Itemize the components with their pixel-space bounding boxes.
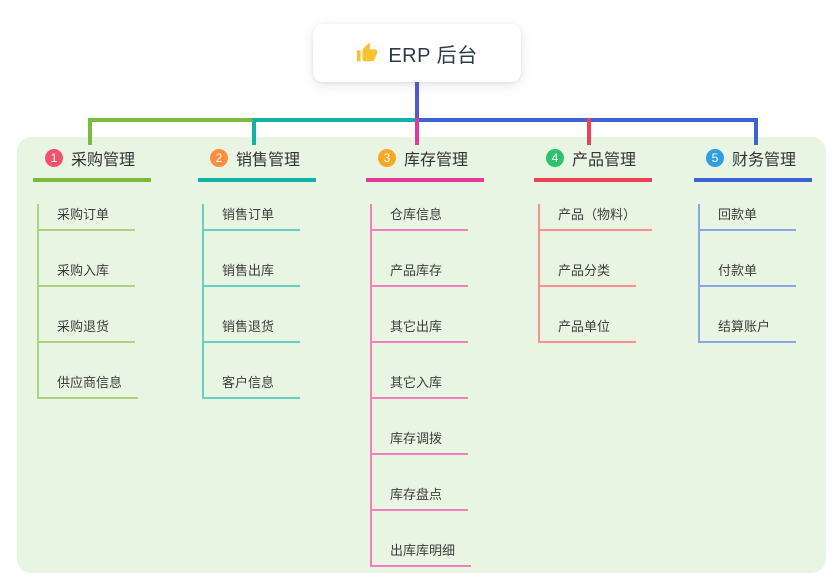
child-node[interactable]: 客户信息: [204, 372, 300, 399]
branch-finance: 5 财务管理 回款单 付款单 结算账户: [694, 142, 813, 343]
bus-line-finance: [415, 118, 758, 122]
child-node[interactable]: 仓库信息: [372, 204, 468, 231]
child-node[interactable]: 采购订单: [39, 204, 135, 231]
child-node[interactable]: 其它入库: [372, 372, 468, 399]
child-node[interactable]: 付款单: [700, 260, 796, 287]
branch-product: 4 产品管理 产品（物料） 产品分类 产品单位: [534, 142, 653, 343]
child-node[interactable]: 产品库存: [372, 260, 468, 287]
child-node[interactable]: 供应商信息: [39, 372, 139, 399]
child-node[interactable]: 销售出库: [204, 260, 300, 287]
branch-node-finance[interactable]: 5 财务管理: [694, 142, 813, 182]
branch-children: 仓库信息 产品库存 其它出库 其它入库 库存调拨 库存盘点 出库库明细: [370, 204, 484, 567]
drop-line-product: [587, 118, 591, 145]
child-node[interactable]: 产品（物料）: [540, 204, 653, 231]
drop-line-purchase: [88, 118, 92, 145]
thumbs-up-icon: [356, 42, 378, 64]
child-node[interactable]: 其它出库: [372, 316, 468, 343]
branch-number-badge: 5: [706, 149, 724, 167]
branch-label: 库存管理: [404, 152, 469, 169]
branch-children: 回款单 付款单 结算账户: [698, 204, 812, 343]
root-node-label: ERP 后台: [388, 44, 478, 67]
branch-node-inventory[interactable]: 3 库存管理: [366, 142, 485, 182]
branch-sales: 2 销售管理 销售订单 销售出库 销售退货 客户信息: [198, 142, 317, 399]
drop-line-inventory: [415, 118, 419, 145]
mindmap-panel: [17, 137, 826, 573]
child-node[interactable]: 采购入库: [39, 260, 135, 287]
branch-children: 销售订单 销售出库 销售退货 客户信息: [202, 204, 316, 399]
branch-children: 采购订单 采购入库 采购退货 供应商信息: [37, 204, 151, 399]
branch-inventory: 3 库存管理 仓库信息 产品库存 其它出库 其它入库 库存调拨 库存盘点 出库库…: [366, 142, 485, 567]
branch-number-badge: 4: [546, 149, 564, 167]
branch-label: 产品管理: [572, 152, 637, 169]
branch-number-badge: 2: [210, 149, 228, 167]
child-node[interactable]: 出库库明细: [372, 540, 472, 567]
branch-label: 采购管理: [71, 152, 136, 169]
branch-label: 财务管理: [732, 152, 797, 169]
branch-node-purchase[interactable]: 1 采购管理: [33, 142, 152, 182]
child-node[interactable]: 产品单位: [540, 316, 636, 343]
drop-line-sales: [252, 118, 256, 145]
child-node[interactable]: 库存盘点: [372, 484, 468, 511]
branch-number-badge: 1: [45, 149, 63, 167]
root-connector-line: [415, 82, 419, 120]
child-node[interactable]: 库存调拨: [372, 428, 468, 455]
branch-purchase: 1 采购管理 采购订单 采购入库 采购退货 供应商信息: [33, 142, 152, 399]
child-node[interactable]: 产品分类: [540, 260, 636, 287]
branch-number-badge: 3: [378, 149, 396, 167]
bus-line-purchase: [88, 118, 256, 122]
branch-children: 产品（物料） 产品分类 产品单位: [538, 204, 653, 343]
root-node-erp[interactable]: ERP 后台: [313, 24, 521, 82]
bus-line-sales: [252, 118, 419, 122]
branch-node-product[interactable]: 4 产品管理: [534, 142, 653, 182]
child-node[interactable]: 销售订单: [204, 204, 300, 231]
child-node[interactable]: 结算账户: [700, 316, 796, 343]
branch-node-sales[interactable]: 2 销售管理: [198, 142, 317, 182]
drop-line-finance: [754, 118, 758, 145]
branch-label: 销售管理: [236, 152, 301, 169]
child-node[interactable]: 回款单: [700, 204, 796, 231]
child-node[interactable]: 销售退货: [204, 316, 300, 343]
child-node[interactable]: 采购退货: [39, 316, 135, 343]
